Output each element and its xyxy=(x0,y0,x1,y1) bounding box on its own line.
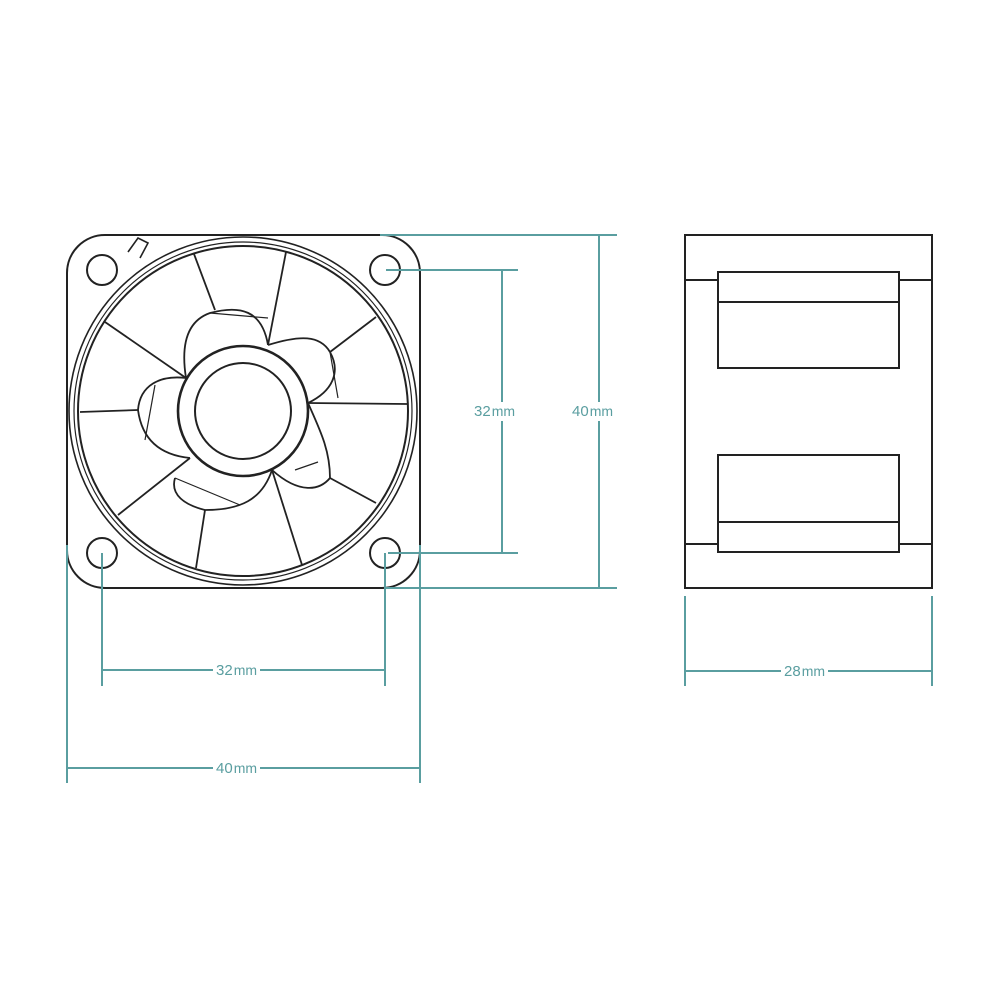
dim-unit: mm xyxy=(233,662,258,678)
hub-inner xyxy=(194,362,292,460)
hub-outer xyxy=(176,344,310,478)
cable-notch xyxy=(127,236,150,259)
dim-value: 32 xyxy=(216,662,233,679)
dim-unit: mm xyxy=(233,760,258,776)
shroud-ring-mid xyxy=(73,241,413,581)
dim-label-32mm-horizontal: 32mm xyxy=(213,661,261,680)
dim-value: 40 xyxy=(216,760,233,777)
shroud-ring-outer xyxy=(68,236,418,586)
dim-unit: mm xyxy=(801,663,826,679)
fan-frame xyxy=(66,234,421,589)
dim-label-28mm: 28mm xyxy=(781,662,829,681)
dim-label-40mm-horizontal: 40mm xyxy=(213,759,261,778)
side-lower-window xyxy=(717,454,900,553)
fan-side-view xyxy=(684,234,933,589)
mount-hole-top-left xyxy=(86,254,118,286)
dimension-lines xyxy=(66,234,933,783)
dim-unit: mm xyxy=(491,403,516,419)
dim-label-40mm-vertical: 40mm xyxy=(569,402,617,421)
dim-unit: mm xyxy=(589,403,614,419)
fan-front-view xyxy=(66,234,421,589)
dim-value: 32 xyxy=(474,403,491,420)
shroud-ring-inner xyxy=(77,245,409,577)
side-frame xyxy=(684,234,933,589)
dim-value: 40 xyxy=(572,403,589,420)
dim-value: 28 xyxy=(784,663,801,680)
side-upper-window xyxy=(717,271,900,369)
dim-label-32mm-vertical: 32mm xyxy=(471,402,519,421)
fan-blades xyxy=(79,251,408,569)
